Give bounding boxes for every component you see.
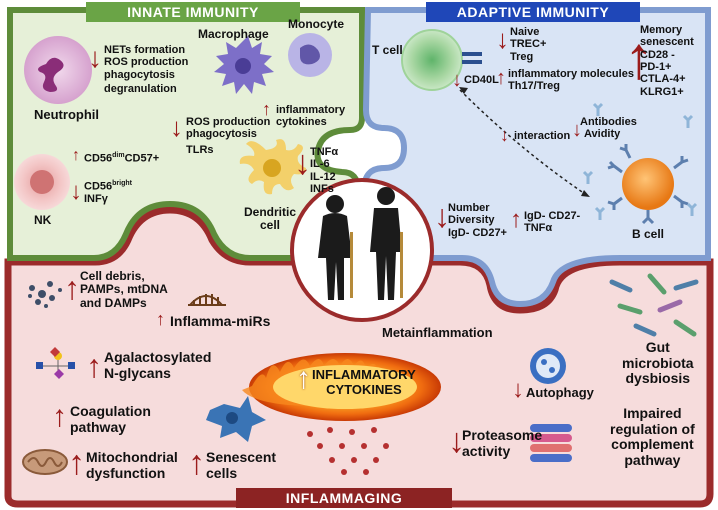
interaction-text: interaction [514,130,571,142]
senescent-cell-icon [206,396,266,442]
dendritic-arrow-down: ↓ [294,144,311,182]
monocyte-icon [288,33,332,77]
mirs-text: Inflamma-miRs [170,313,271,329]
elderly-circle [290,178,434,322]
innate-immunity-banner: INNATE IMMUNITY [86,2,300,22]
inflammaging-banner: INFLAMMAGING [236,488,452,508]
bcell-up-arrow: ↑ [510,206,522,233]
center-cytokines-text: INFLAMMATORY CYTOKINES [312,367,416,397]
t-cell-label: T cell [372,43,403,57]
dendritic-label: Dendritic cell [244,205,297,233]
antibodies-arrow: ↓ [572,119,582,141]
interaction-arrow-down: ↓ [500,125,509,145]
glycans-text: Agalactosylated N-glycans [104,349,212,381]
nk-arrow-up: ↑ [72,147,80,164]
neutrophil-arrow-down: ↓ [88,42,102,73]
monocyte-arrow-up: ↑ [262,99,271,119]
mito-text: Mitochondrial dysfunction [86,449,178,481]
inflammatory-cytokines-fire-icon [242,353,441,421]
neutrophil-effects: NETs formation ROS production phagocytos… [104,44,189,95]
memory-text: Memory senescent CD28 - PD-1+ CTLA-4+ KL… [640,24,694,98]
autophagy-text: Autophagy [526,385,594,400]
metainflammation-text: Metainflammation [382,325,493,340]
inflam-molecules-arrow: ↑ [496,67,506,89]
debris-arrow: ↑ [64,270,80,306]
cytokine-dots [307,427,389,475]
monocyte-label: Monocyte [288,17,345,31]
bcell-up-text: IgD- CD27- TNFα [524,210,581,235]
nk-label: NK [34,213,52,227]
mitochondria-icon [22,449,68,475]
proteasome-text: Proteasome activity [462,427,543,459]
glycans-arrow: ↑ [86,348,102,384]
autophagy-arrow: ↓ [512,376,524,403]
neutrophil-label: Neutrophil [34,107,99,122]
proteasome-icon [530,424,572,462]
antibodies-icon [582,102,698,220]
coagulation-arrow: ↑ [52,400,67,433]
antibodies-text: Antibodies Avidity [580,116,637,141]
autophagy-icon [530,348,566,384]
proteasome-arrow: ↓ [448,422,465,460]
tcell-naive-text: Naive TREC+ Treg [510,26,547,63]
bcell-down-text: Number Diversity IgD- CD27+ [448,202,507,239]
cell-debris-icon [28,281,62,308]
macrophage-arrow-down: ↓ [170,112,183,142]
tcell-naive-arrow: ↓ [496,24,509,54]
nk-cd56dim: CD56dimCD57+ [84,152,160,165]
senescent-text: Senescent cells [206,449,277,481]
debris-text: Cell debris, PAMPs, mtDNA and DAMPs [80,269,168,310]
t-cell-icon [401,29,482,91]
senescent-arrow: ↑ [188,444,205,482]
b-cell-label: B cell [632,227,665,241]
dendritic-effects: TNFα IL-6 IL-12 INFs [310,146,339,195]
memory-arrow: ↑ [624,24,654,91]
macrophage-icon [214,36,274,94]
complement-text: Impaired regulation of complement pathwa… [610,405,695,469]
macrophage-effects: ROS production phagocytosis TLRs [186,116,271,156]
glycan-icon [36,347,75,379]
mirna-icon [188,294,226,306]
gut-microbiota-icon [609,273,699,337]
coagulation-text: Coagulation pathway [70,403,151,435]
macrophage-label: Macrophage [198,27,269,41]
interaction-arrow [459,89,589,197]
center-up-arrow: ↑ [296,362,311,395]
inflam-molecules-text: inflammatory molecules Th17/Treg [508,68,634,93]
monocyte-effect: inflammatory cytokines [276,104,346,129]
nk-arrow-down: ↓ [70,178,82,205]
bcell-down-arrow: ↓ [434,198,450,234]
dendritic-cell-icon [239,139,306,195]
elderly-couple-icon [318,187,403,300]
cd40l-text: CD40L [464,74,499,86]
mito-arrow: ↑ [68,444,85,482]
b-cell-icon [607,144,689,225]
mirs-arrow: ↑ [156,309,165,329]
nk-cd56bright: CD56bright INFγ [84,180,132,205]
microbiota-text: Gut microbiota dysbiosis [622,339,694,387]
adaptive-immunity-banner: ADAPTIVE IMMUNITY [426,2,640,22]
cd40l-arrow: ↓ [452,69,462,91]
